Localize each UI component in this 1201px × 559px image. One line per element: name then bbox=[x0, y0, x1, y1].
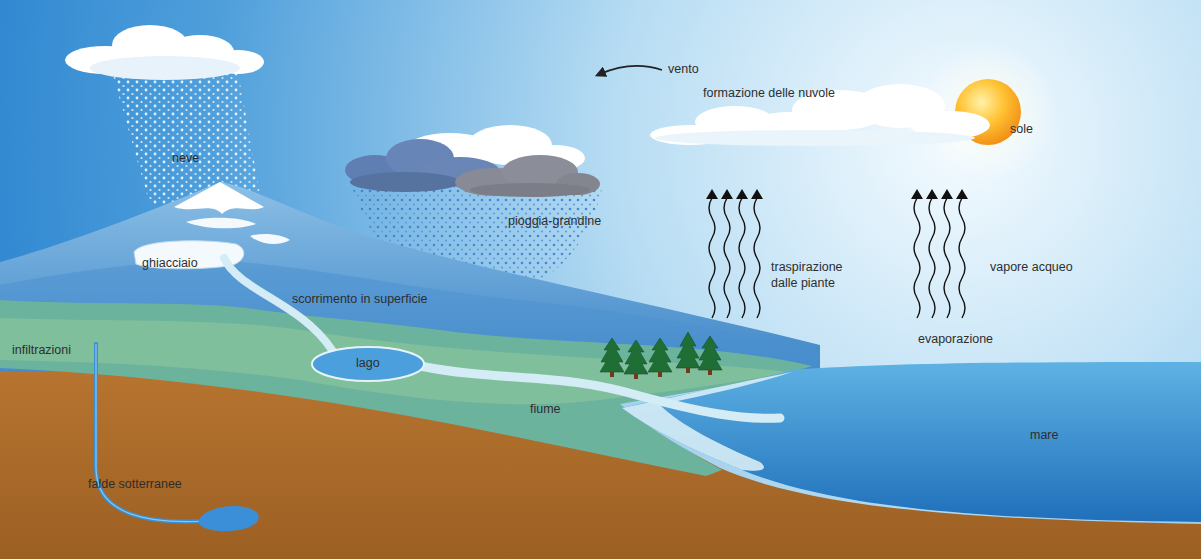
illustration-label: pioggia-grandine bbox=[508, 214, 601, 230]
illustration-label: vapore acqueo bbox=[990, 260, 1073, 276]
illustration-label: infiltrazioni bbox=[12, 343, 71, 359]
illustration-label: ghiacciaio bbox=[142, 256, 198, 272]
illustration-label: vento bbox=[668, 62, 699, 78]
illustration-label: lago bbox=[356, 356, 380, 372]
illustration-label: traspirazione dalle piante bbox=[771, 260, 861, 291]
illustration-label: formazione delle nuvole bbox=[703, 86, 835, 102]
illustration-label: evaporazione bbox=[918, 332, 993, 348]
illustration-label: scorrimento in superficie bbox=[292, 292, 427, 308]
illustration-label: mare bbox=[1030, 428, 1058, 444]
illustration-label: falde sotterranee bbox=[88, 477, 182, 493]
illustration-label: fiume bbox=[530, 402, 561, 418]
illustration-label: sole bbox=[1010, 122, 1033, 138]
illustration-label: neve bbox=[172, 151, 199, 167]
